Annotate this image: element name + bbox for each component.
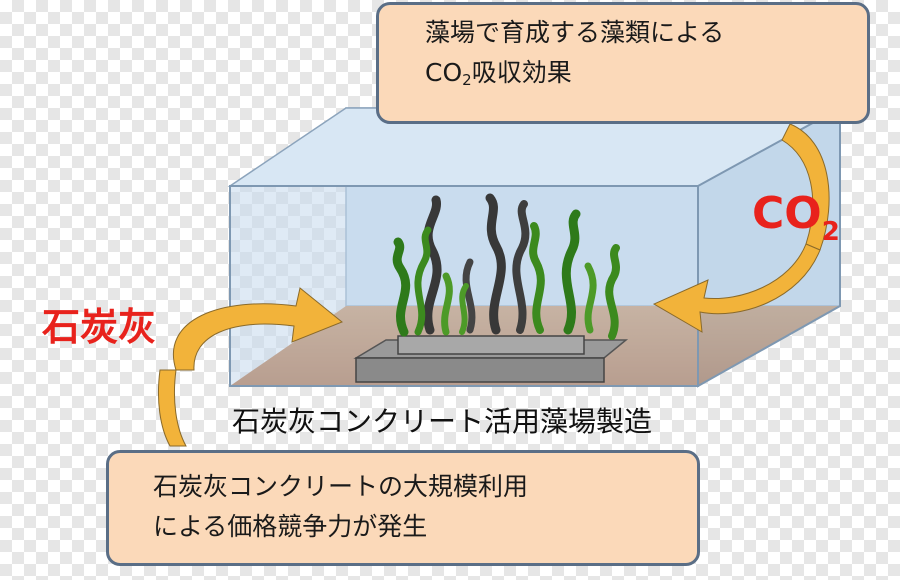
callout-line: による価格競争力が発生 [153, 512, 428, 541]
seaweed-dark-frond [462, 258, 476, 334]
callout-line: CO2吸収効果 [425, 58, 572, 89]
co2-label: CO2 [752, 188, 840, 247]
seaweed-green-frond [459, 283, 469, 335]
concrete-block-upper [397, 335, 585, 355]
seaweed-dark-frond [512, 200, 530, 334]
arrow-co2-lower-icon [652, 243, 821, 333]
concrete-blocks [353, 335, 629, 383]
callout-line: 石炭灰コンクリートの大規模利用 [153, 472, 529, 501]
seaweed-green-frond [584, 262, 597, 334]
seaweed-green-frond [392, 237, 411, 337]
seaweed-green-frond [561, 209, 581, 335]
seaweed-green-frond [414, 226, 432, 336]
coal-ash-label: 石炭灰 [42, 305, 157, 349]
seaweed-green-frond [529, 222, 545, 334]
tank-caption: 石炭灰コンクリート活用藻場製造 [232, 405, 653, 438]
price-competitiveness-callout: 石炭灰コンクリートの大規模利用 による価格競争力が発生 [106, 450, 700, 566]
seaweed-green-frond [605, 244, 620, 340]
arrow-ash-lower-icon [157, 369, 187, 447]
concrete-block-lower [355, 357, 605, 383]
callout-line: 藻場で育成する藻類による [425, 18, 725, 47]
arrow-ash-upper-icon [173, 287, 343, 371]
arrows [157, 123, 830, 447]
seaweed-group [392, 193, 620, 340]
seaweed-dark-frond [485, 193, 506, 335]
seaweed-dark-frond [423, 195, 442, 335]
co2-absorption-callout: 藻場で育成する藻類による CO2吸収効果 [376, 2, 870, 124]
seaweed-green-frond [441, 272, 453, 336]
